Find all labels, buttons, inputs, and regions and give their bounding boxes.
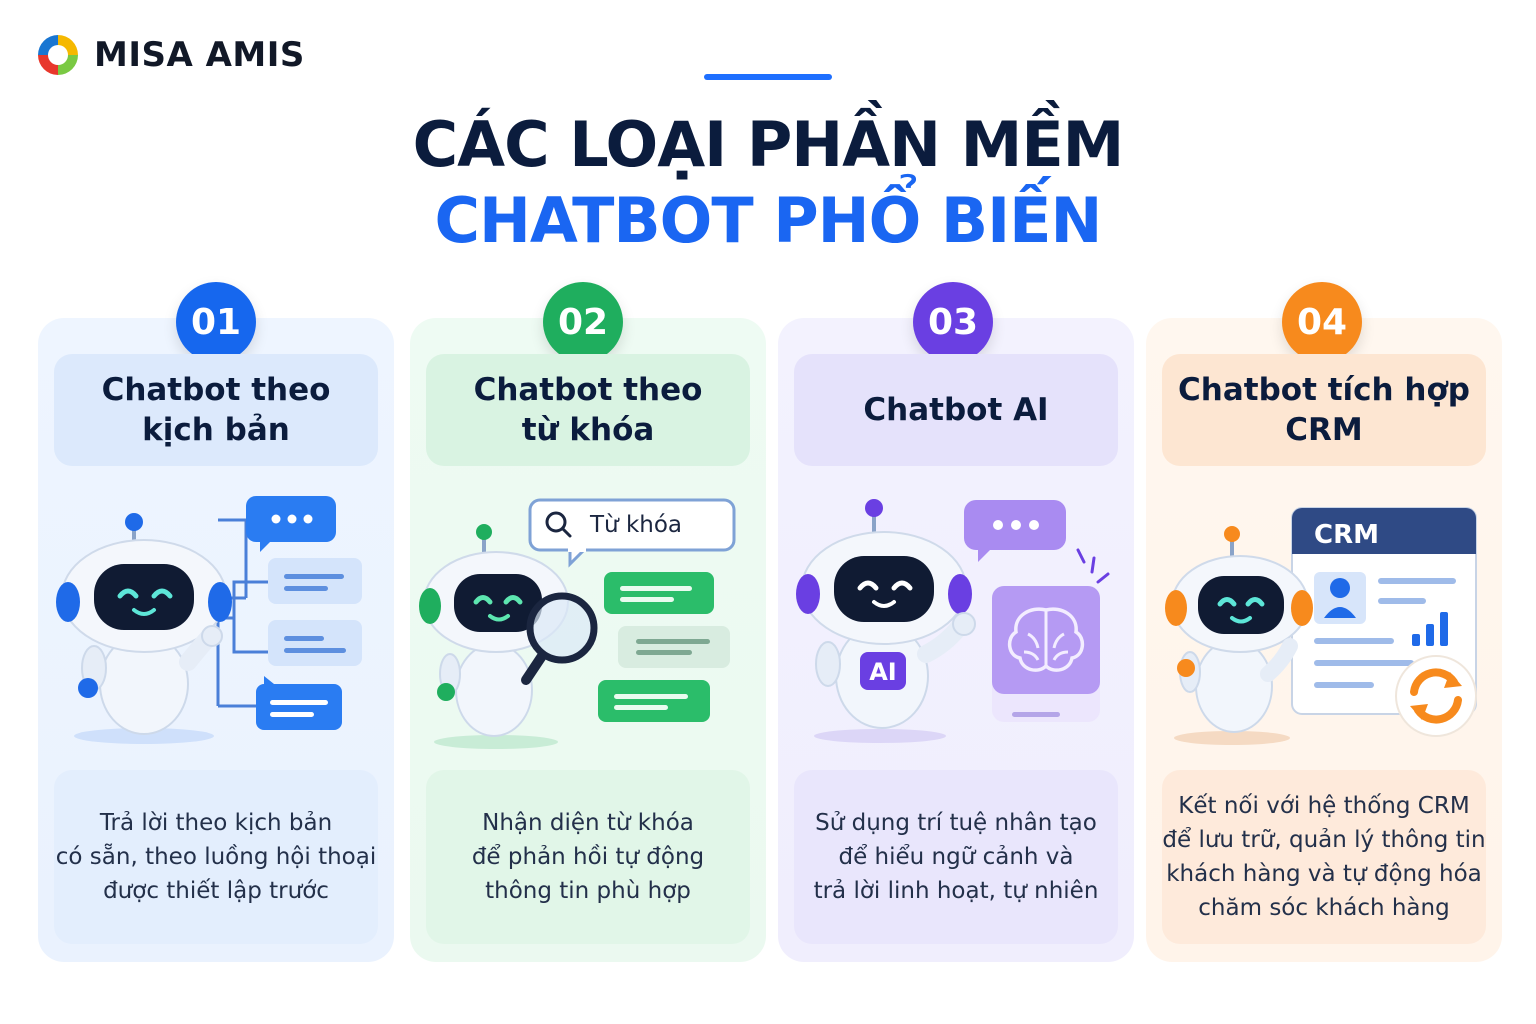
card-number-badge: 02 (543, 282, 623, 362)
card-description: Trả lời theo kịch bản có sẵn, theo luồng… (54, 770, 378, 944)
card-title: Chatbot AI (794, 354, 1118, 466)
card-description: Kết nối với hệ thống CRM để lưu trữ, quả… (1162, 770, 1486, 944)
card-number-badge: 03 (913, 282, 993, 362)
page-title-line-2: CHATBOT PHỔ BIẾN (434, 184, 1103, 257)
brand-name: MISA AMIS (94, 35, 305, 75)
title-accent-bar (704, 74, 832, 80)
robot-crm-icon: CRM (1165, 507, 1477, 745)
keyword-search-illustration: Từ khóa (410, 478, 766, 764)
card-description: Nhận diện từ khóa để phản hồi tự động th… (426, 770, 750, 944)
robot-search-icon: Từ khóa (419, 498, 736, 749)
card-title: Chatbot theo kịch bản (54, 354, 378, 466)
robot-ai-icon: AI (796, 499, 1110, 743)
card-title: Chatbot tích hợp CRM (1162, 354, 1486, 466)
misa-logo-icon (38, 35, 78, 75)
robot-flow-icon (56, 496, 362, 744)
robot-ai-badge: AI (869, 658, 897, 686)
script-flow-illustration (38, 478, 394, 764)
crm-panel-title: CRM (1314, 520, 1379, 550)
page-title-line-1: CÁC LOẠI PHẦN MỀM (412, 108, 1125, 181)
brand-logo: MISA AMIS (34, 28, 305, 82)
ai-brain-illustration: AI (778, 478, 1134, 764)
search-keyword-text: Từ khóa (589, 512, 682, 538)
card-title: Chatbot theo từ khóa (426, 354, 750, 466)
card-description: Sử dụng trí tuệ nhân tạo để hiểu ngữ cản… (794, 770, 1118, 944)
card-number-badge: 04 (1282, 282, 1362, 362)
card-number-badge: 01 (176, 282, 256, 362)
crm-illustration: CRM (1146, 478, 1502, 764)
